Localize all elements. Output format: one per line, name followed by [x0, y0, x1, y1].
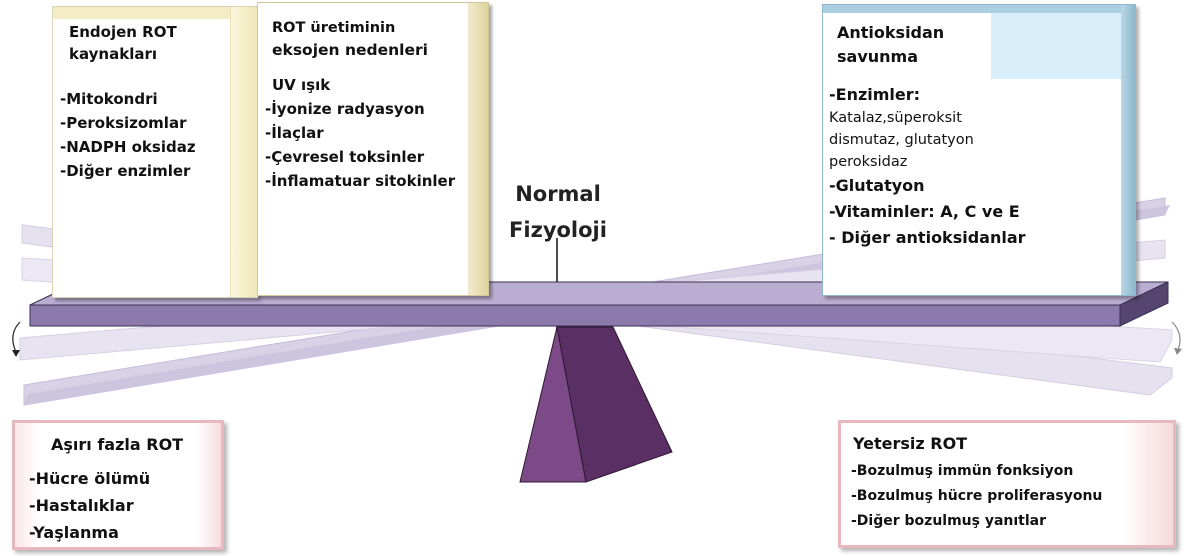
enzyme-item: peroksidaz — [829, 151, 1026, 173]
enzymes-label: -Enzimler: — [829, 83, 1026, 107]
enzyme-item: dismutaz, glutatyon — [829, 129, 1026, 151]
excess-item: -Yaşlanma — [29, 519, 150, 546]
antioxidant-item: -Glutatyon — [829, 173, 1026, 199]
exogenous-item: -İlaçlar — [265, 121, 455, 145]
endogenous-item: -Diğer enzimler — [60, 159, 196, 183]
left-arrow-icon — [13, 322, 20, 352]
antioxidant-title-line-1: Antioksidan — [837, 21, 944, 45]
excess-item: -Hastalıklar — [29, 492, 150, 519]
endogenous-title-line-1: Endojen ROT — [69, 21, 177, 43]
insufficient-ros-box: Yetersiz ROT -Bozulmuş immün fonksiyon -… — [838, 420, 1176, 548]
insufficient-item: -Bozulmuş immün fonksiyon — [851, 459, 1102, 484]
endogenous-item: -NADPH oksidaz — [60, 135, 196, 159]
exogenous-item: -Çevresel toksinler — [265, 145, 455, 169]
insufficient-item: -Bozulmuş hücre proliferasyonu — [851, 484, 1102, 509]
normal-label: Normal — [498, 176, 618, 212]
exogenous-item: -İnflamatuar sitokinler — [265, 169, 455, 193]
exogenous-title-line-2: eksojen nedenleri — [272, 39, 428, 61]
exogenous-item: UV ışık — [265, 73, 455, 97]
normal-physiology-label: Normal Fizyoloji — [498, 176, 618, 248]
exogenous-title-line-1: ROT üretiminin — [272, 17, 428, 39]
excess-item: -Hücre ölümü — [29, 465, 150, 492]
endogenous-title-line-2: kaynakları — [69, 43, 177, 65]
physiology-label: Fizyoloji — [498, 212, 618, 248]
excess-title: Aşırı fazla ROT — [51, 433, 183, 457]
enzyme-item: Katalaz,süperoksit — [829, 107, 1026, 129]
insufficient-title: Yetersiz ROT — [853, 431, 967, 457]
exogenous-causes-box: ROT üretiminin eksojen nedenleri UV ışık… — [257, 2, 489, 296]
endogenous-item: -Mitokondri — [60, 87, 196, 111]
right-arrow-icon — [1172, 322, 1180, 350]
antioxidant-item: -Vitaminler: A, C ve E — [829, 199, 1026, 225]
fulcrum-prism — [520, 327, 672, 482]
exogenous-item: -İyonize radyasyon — [265, 97, 455, 121]
excess-ros-box: Aşırı fazla ROT -Hücre ölümü -Hastalıkla… — [12, 420, 224, 550]
antioxidant-defense-box: Antioksidan savunma -Enzimler: Katalaz,s… — [822, 4, 1136, 296]
antioxidant-item: - Diğer antioksidanlar — [829, 225, 1026, 251]
antioxidant-title-line-2: savunma — [837, 45, 944, 69]
insufficient-item: -Diğer bozulmuş yanıtlar — [851, 509, 1102, 534]
endogenous-sources-box: Endojen ROT kaynakları -Mitokondri -Pero… — [52, 6, 258, 298]
endogenous-item: -Peroksizomlar — [60, 111, 196, 135]
